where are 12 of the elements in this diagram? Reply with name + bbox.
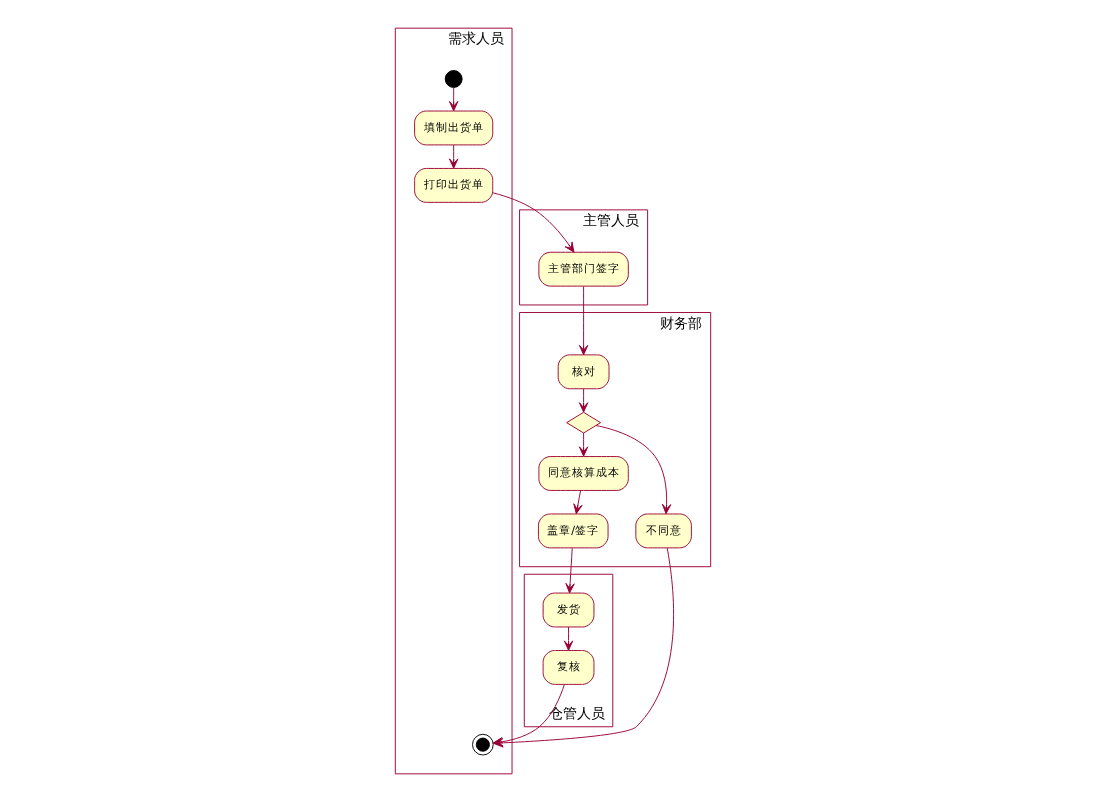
node-diamond: [566, 411, 601, 434]
arrow: [578, 432, 589, 457]
arrow: [573, 490, 583, 515]
arrow: [578, 388, 589, 413]
arrow: [492, 192, 575, 253]
arrow: [595, 425, 672, 515]
node-circle: [444, 70, 463, 88]
arrow: [578, 285, 589, 356]
arrow: [565, 547, 575, 594]
arrow: [448, 87, 459, 112]
arrow: [448, 144, 459, 169]
arrow: [563, 626, 574, 651]
